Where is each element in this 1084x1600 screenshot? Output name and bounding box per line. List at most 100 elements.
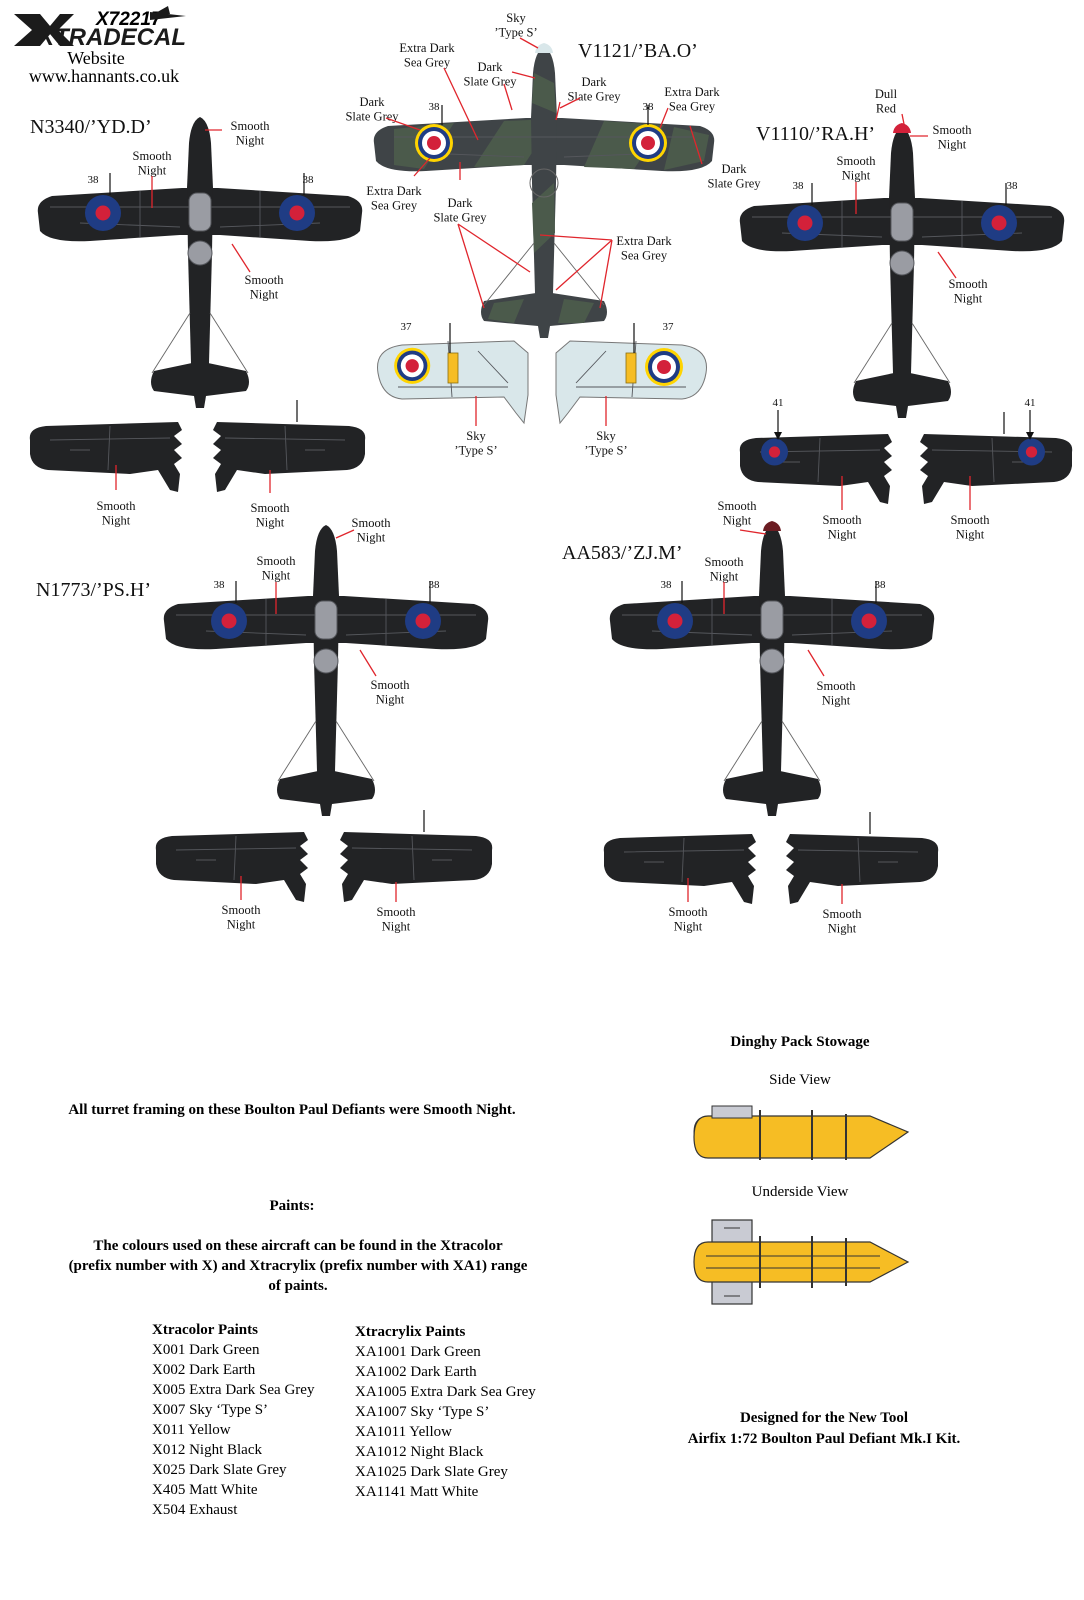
paint-item: X002 Dark Earth [152, 1362, 256, 1378]
paints-intro-line-1: The colours used on these aircraft can b… [93, 1238, 503, 1254]
aircraft-code-v1121: V1121/’BA.O’ [578, 40, 698, 62]
designed-for-line-1: Designed for the New Tool [740, 1410, 908, 1426]
roundel-number-under-right: 41 [1025, 397, 1036, 409]
roundel-number-left: 38 [88, 174, 100, 186]
underside-left-n3340 [29, 421, 183, 493]
plan-view-top-n1773 [164, 525, 488, 816]
plan-view-top-aa583 [610, 521, 934, 816]
paint-item: X025 Dark Slate Grey [152, 1462, 287, 1478]
underside-left-n1773 [155, 831, 309, 903]
label-spinner: Sky’Type S’ [494, 11, 537, 39]
roundel-number-under-right: 37 [663, 321, 675, 333]
underside-right-n3340 [212, 399, 366, 493]
paints-section: Paints: The colours used on these aircra… [69, 1198, 537, 1518]
designed-for-note: Designed for the New Tool Airfix 1:72 Bo… [688, 1410, 961, 1447]
paints-heading: Paints: [270, 1198, 315, 1214]
xtracolor-title: Xtracolor Paints [152, 1322, 258, 1338]
roundel-number-left: 38 [793, 180, 805, 192]
underside-right-v1121 [555, 323, 707, 425]
dinghy-side-view [693, 1105, 910, 1160]
dinghy-underside-view-label: Underside View [752, 1184, 849, 1200]
paints-intro-line-2: (prefix number with X) and Xtracrylix (p… [69, 1258, 528, 1274]
underside-left-v1121 [377, 323, 529, 425]
paint-item: X011 Yellow [152, 1422, 231, 1438]
paint-item: XA1007 Sky ‘Type S’ [355, 1404, 489, 1420]
paints-intro-line-3: of paints. [268, 1278, 327, 1294]
paint-item: X001 Dark Green [152, 1342, 260, 1358]
roundel-number-right: 38 [643, 101, 655, 113]
paint-item: X405 Matt White [152, 1482, 258, 1498]
aircraft-code-n3340: N3340/’YD.D’ [30, 116, 152, 138]
paint-item: X012 Night Black [152, 1442, 262, 1458]
paint-item: XA1025 Dark Slate Grey [355, 1464, 508, 1480]
paint-item: XA1141 Matt White [355, 1484, 479, 1500]
brand-name: XTRADECAL [36, 24, 186, 51]
header: X72217 XTRADECAL Website www.hannants.co… [14, 6, 186, 86]
paint-item: X005 Extra Dark Sea Grey [152, 1382, 315, 1398]
roundel-number-right: 38 [303, 174, 315, 186]
xtracrylix-list: XA1001 Dark Green XA1002 Dark Earth XA10… [355, 1344, 536, 1500]
plan-view-top-n3340 [38, 117, 362, 408]
label-under-right: Sky’Type S’ [584, 429, 627, 457]
aircraft-v1121: V1121/’BA.O’ 38 38 Sky’Type S’ Extra Dar… [345, 11, 761, 457]
roundel-number-left: 38 [661, 579, 673, 591]
paint-item: XA1011 Yellow [355, 1424, 452, 1440]
underside-left-aa583 [603, 833, 757, 905]
plan-view-top-v1110 [740, 123, 1064, 418]
xtracolor-list: X001 Dark Green X002 Dark Earth X005 Ext… [152, 1342, 315, 1518]
roundel-number-right: 38 [1007, 180, 1019, 192]
aircraft-code-aa583: AA583/’ZJ.M’ [562, 542, 683, 564]
paint-item: XA1001 Dark Green [355, 1344, 481, 1360]
xtracrylix-title: Xtracrylix Paints [355, 1324, 466, 1340]
paint-item: XA1005 Extra Dark Sea Grey [355, 1384, 536, 1400]
roundel-number-left: 38 [214, 579, 226, 591]
dinghy-side-view-label: Side View [769, 1072, 831, 1088]
roundel-number-under-left: 37 [401, 321, 413, 333]
dinghy-title: Dinghy Pack Stowage [730, 1034, 870, 1050]
aircraft-code-n1773: N1773/’PS.H’ [36, 579, 151, 601]
underside-right-v1110 [919, 411, 1073, 505]
website-url[interactable]: www.hannants.co.uk [29, 66, 179, 86]
underside-left-v1110 [739, 433, 893, 505]
turret-note: All turret framing on these Boulton Paul… [68, 1102, 516, 1118]
roundel-number-under-left: 41 [773, 397, 784, 409]
underside-right-aa583 [785, 811, 939, 905]
paint-item: X504 Exhaust [152, 1502, 238, 1518]
paint-item: X007 Sky ‘Type S’ [152, 1402, 268, 1418]
dinghy-underside-view [693, 1219, 910, 1305]
label-under-left: Sky’Type S’ [454, 429, 497, 457]
underside-right-n1773 [339, 809, 493, 903]
roundel-number-left: 38 [429, 101, 441, 113]
plan-view-camouflage-v1121 [373, 43, 715, 338]
website-label: Website [67, 48, 125, 68]
